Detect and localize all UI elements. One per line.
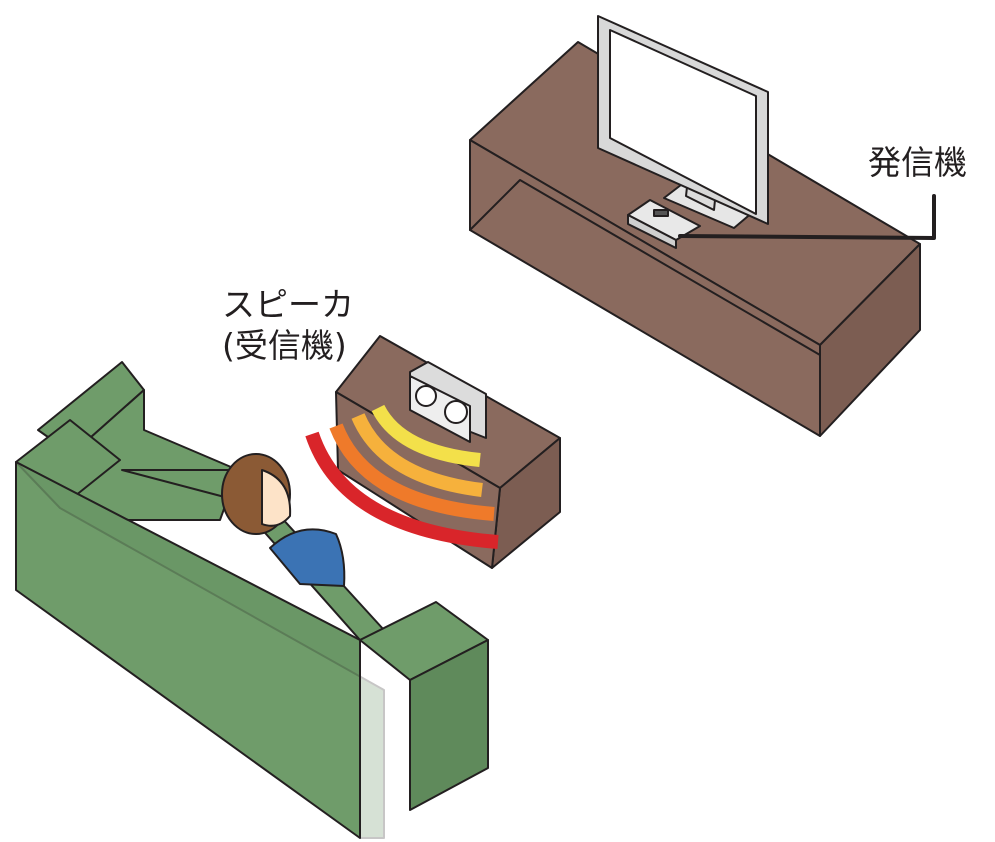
wave-orange — [329, 423, 495, 521]
speaker-label-line2: (受信機) — [222, 326, 347, 366]
speaker-label-line1: スピーカ — [222, 285, 354, 324]
speaker-right-driver — [444, 400, 468, 424]
sound-waves-icon — [305, 404, 499, 549]
transmitter-front — [627, 214, 677, 249]
transmitter-button — [653, 209, 669, 217]
speaker-icon — [409, 361, 487, 443]
person-icon — [221, 453, 346, 587]
sofa-front — [15, 461, 361, 839]
wave-light-orange — [351, 413, 483, 497]
speaker-left-driver — [415, 385, 437, 407]
person-shirt — [269, 528, 346, 587]
sofa-front-inner — [15, 461, 385, 839]
transmitter-leader-line — [678, 194, 936, 240]
television-icon — [597, 15, 769, 229]
tv-screen — [609, 29, 757, 215]
tv-stand-inner-edge — [469, 179, 821, 356]
wave-yellow — [371, 404, 481, 467]
speaker-label: スピーカ (受信機) — [222, 284, 354, 367]
sofa-right-arm-side — [409, 639, 489, 811]
tv-stand-side — [819, 243, 921, 437]
transmitter-label: 発信機 — [868, 143, 967, 182]
transmitter-icon — [627, 199, 701, 249]
person-face — [261, 469, 292, 527]
wave-red — [305, 431, 499, 549]
